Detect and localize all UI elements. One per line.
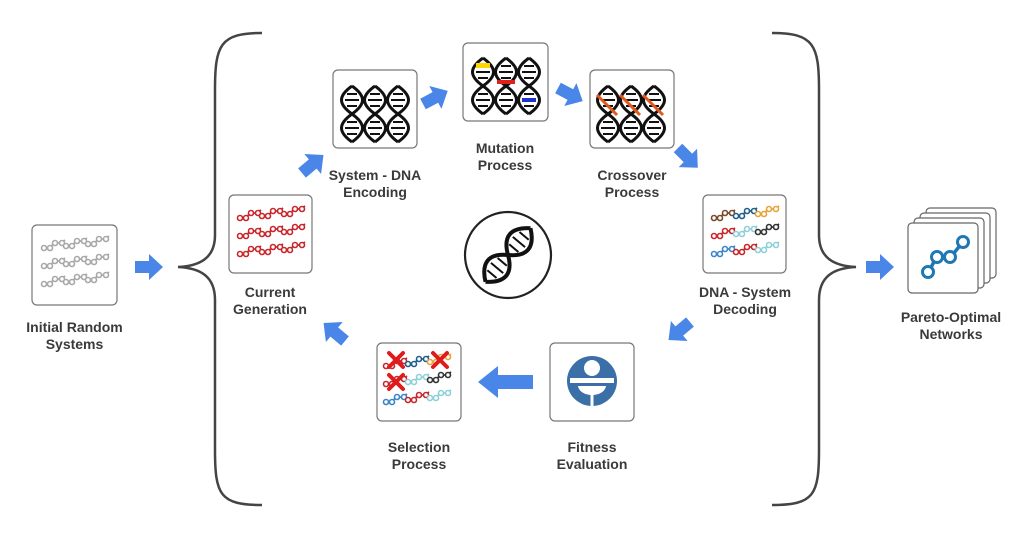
label-line: Initial Random xyxy=(26,319,123,335)
initial-systems-box xyxy=(31,224,118,306)
arrow-cycle-to-pareto xyxy=(866,254,894,280)
label-initial-random-systems: Initial Random Systems xyxy=(12,319,137,353)
label-crossover-process: Crossover Process xyxy=(572,167,692,201)
label-mutation-process: Mutation Process xyxy=(445,140,565,174)
label-dna-system-decoding: DNA - System Decoding xyxy=(685,284,805,318)
selection-cross-icon xyxy=(382,351,452,406)
label-line: Crossover xyxy=(597,167,667,183)
label-current-generation: Current Generation xyxy=(210,284,330,318)
label-line: Networks xyxy=(919,326,983,342)
label-pareto-optimal-networks: Pareto-Optimal Networks xyxy=(885,309,1017,343)
label-system-dna-encoding: System - DNA Encoding xyxy=(315,167,435,201)
dna-helix-icon xyxy=(340,84,410,144)
label-line: Process xyxy=(477,157,533,173)
label-line: Mutation xyxy=(475,140,535,156)
label-line: DNA - System xyxy=(698,284,792,300)
arrow-initial-to-cycle xyxy=(135,254,163,280)
dna-crossover-icon xyxy=(595,84,666,144)
arrow-encoding-to-mutation xyxy=(416,79,454,116)
dna-mutation-icon xyxy=(471,56,541,116)
label-line: Pareto-Optimal xyxy=(900,309,1002,325)
label-line: Encoding xyxy=(343,184,407,200)
pareto-box xyxy=(907,207,997,294)
crossover-box xyxy=(589,69,675,149)
arrow-fitness-to-selection xyxy=(478,366,533,398)
encoding-box xyxy=(332,69,418,149)
label-line: System - DNA xyxy=(328,167,422,183)
label-line: Systems xyxy=(45,336,104,352)
arrow-mutation-to-crossover xyxy=(551,76,589,113)
fitness-person-icon xyxy=(567,356,617,406)
mutation-box xyxy=(462,42,549,122)
label-line: Generation xyxy=(233,301,307,317)
current-generation-box xyxy=(228,194,313,274)
label-selection-process: Selection Process xyxy=(359,439,479,473)
label-fitness-evaluation: Fitness Evaluation xyxy=(532,439,652,473)
label-line: Decoding xyxy=(713,301,777,317)
dna-helix-circle-icon xyxy=(463,210,553,300)
decoding-box xyxy=(702,194,787,274)
pareto-network-icon xyxy=(921,235,970,279)
label-line: Fitness xyxy=(567,439,617,455)
label-line: Current xyxy=(244,284,296,300)
label-line: Evaluation xyxy=(556,456,628,472)
label-line: Process xyxy=(604,184,660,200)
fitness-box xyxy=(549,342,635,422)
selection-box xyxy=(376,342,462,422)
arrow-selection-to-current xyxy=(315,313,354,351)
right-brace xyxy=(771,31,857,507)
label-line: Process xyxy=(391,456,447,472)
left-brace xyxy=(177,31,263,507)
label-line: Selection xyxy=(387,439,451,455)
